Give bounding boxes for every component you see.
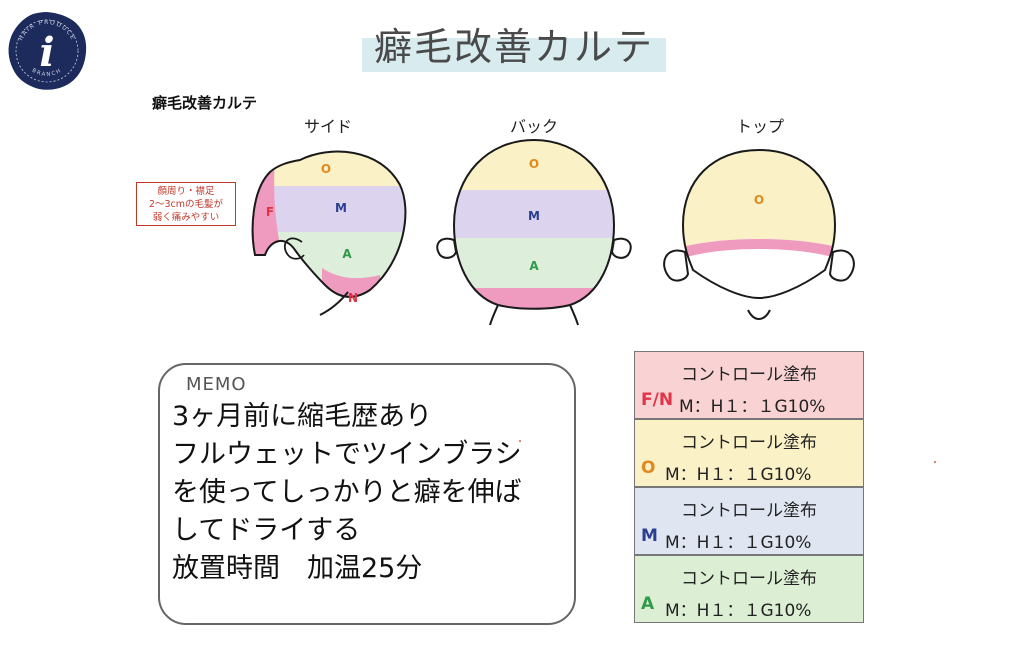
zone-label-M: M (528, 209, 540, 223)
view-label-side: サイド (303, 117, 352, 136)
zone-label-O: O (754, 193, 764, 207)
zone-label-O: O (529, 157, 539, 171)
legend-code: O (641, 458, 656, 478)
memo-line: 放置時間 加温25分 (172, 553, 423, 584)
note-line: 弱く痛みやすい (152, 212, 220, 223)
zone-label-O: O (321, 162, 331, 176)
memo-label: MEMO (186, 374, 247, 395)
legend-row-O: コントロール塗布 O M：H１：１G10% (634, 419, 864, 487)
side-view: O M A F N (251, 150, 407, 316)
logo-letter: i (39, 29, 54, 76)
memo-text: 3ヶ月前に縮毛歴あり フルウェットでツインブラシ を使ってしっかりと癖を伸ば し… (172, 398, 522, 588)
zone-label-N: N (348, 291, 358, 305)
zone-label-A: A (529, 259, 539, 273)
legend-code: F/N (641, 390, 674, 410)
view-label-top: トップ (735, 117, 784, 136)
note-line: 顔周り・襟足 (157, 186, 215, 197)
legend-row-FN: コントロール塗布 F/N M：H１：１G10% (634, 351, 864, 419)
legend-formula: M：H１：１G10% (665, 601, 812, 621)
legend-formula: M：H１：１G10% (679, 397, 826, 417)
zone-label-A: A (342, 247, 352, 261)
back-view: O M A (436, 138, 632, 326)
title-highlight (362, 38, 666, 72)
view-label-back: バック (509, 117, 558, 136)
svg-text:BRANCH: BRANCH (31, 68, 63, 78)
legend-row-A: コントロール塗布 A M：H１：１G10% (634, 555, 864, 623)
page-title: 癖毛改善カルテ (373, 25, 654, 69)
head-diagrams: O M A F N O M A O (251, 138, 855, 326)
legend-code: M (641, 526, 658, 546)
memo-box (158, 363, 576, 625)
legend-title: コントロール塗布 (681, 569, 817, 589)
memo-line: 3ヶ月前に縮毛歴あり (172, 401, 433, 432)
memo-line: してドライする (172, 515, 361, 546)
memo-line: フルウェットでツインブラシ (172, 439, 522, 470)
brand-logo: HAIR PRODUCE BRANCH i (8, 12, 87, 90)
legend-formula: M：H１：１G10% (665, 533, 812, 553)
legend-title: コントロール塗布 (681, 433, 817, 453)
chart-subtitle: 癖毛改善カルテ (152, 94, 258, 112)
treatment-legend: コントロール塗布 F/N M：H１：１G10% コントロール塗布 O M：H１：… (634, 351, 864, 625)
memo-line: を使ってしっかりと癖を伸ば (172, 477, 522, 508)
top-view: O (663, 148, 855, 320)
stray-dot (519, 440, 521, 442)
zone-label-M: M (335, 201, 347, 215)
legend-title: コントロール塗布 (681, 365, 817, 385)
zone-label-F: F (266, 205, 274, 219)
legend-row-M: コントロール塗布 M M：H１：１G10% (634, 487, 864, 555)
legend-code: A (641, 594, 655, 614)
note-box: 顔周り・襟足 2～3cmの毛髪が 弱く痛みやすい (136, 182, 236, 226)
logo-bottom-text: BRANCH (31, 68, 62, 78)
legend-formula: M：H１：１G10% (665, 465, 812, 485)
stray-dot (934, 461, 936, 463)
legend-title: コントロール塗布 (681, 501, 817, 521)
note-line: 2～3cmの毛髪が (148, 199, 224, 210)
